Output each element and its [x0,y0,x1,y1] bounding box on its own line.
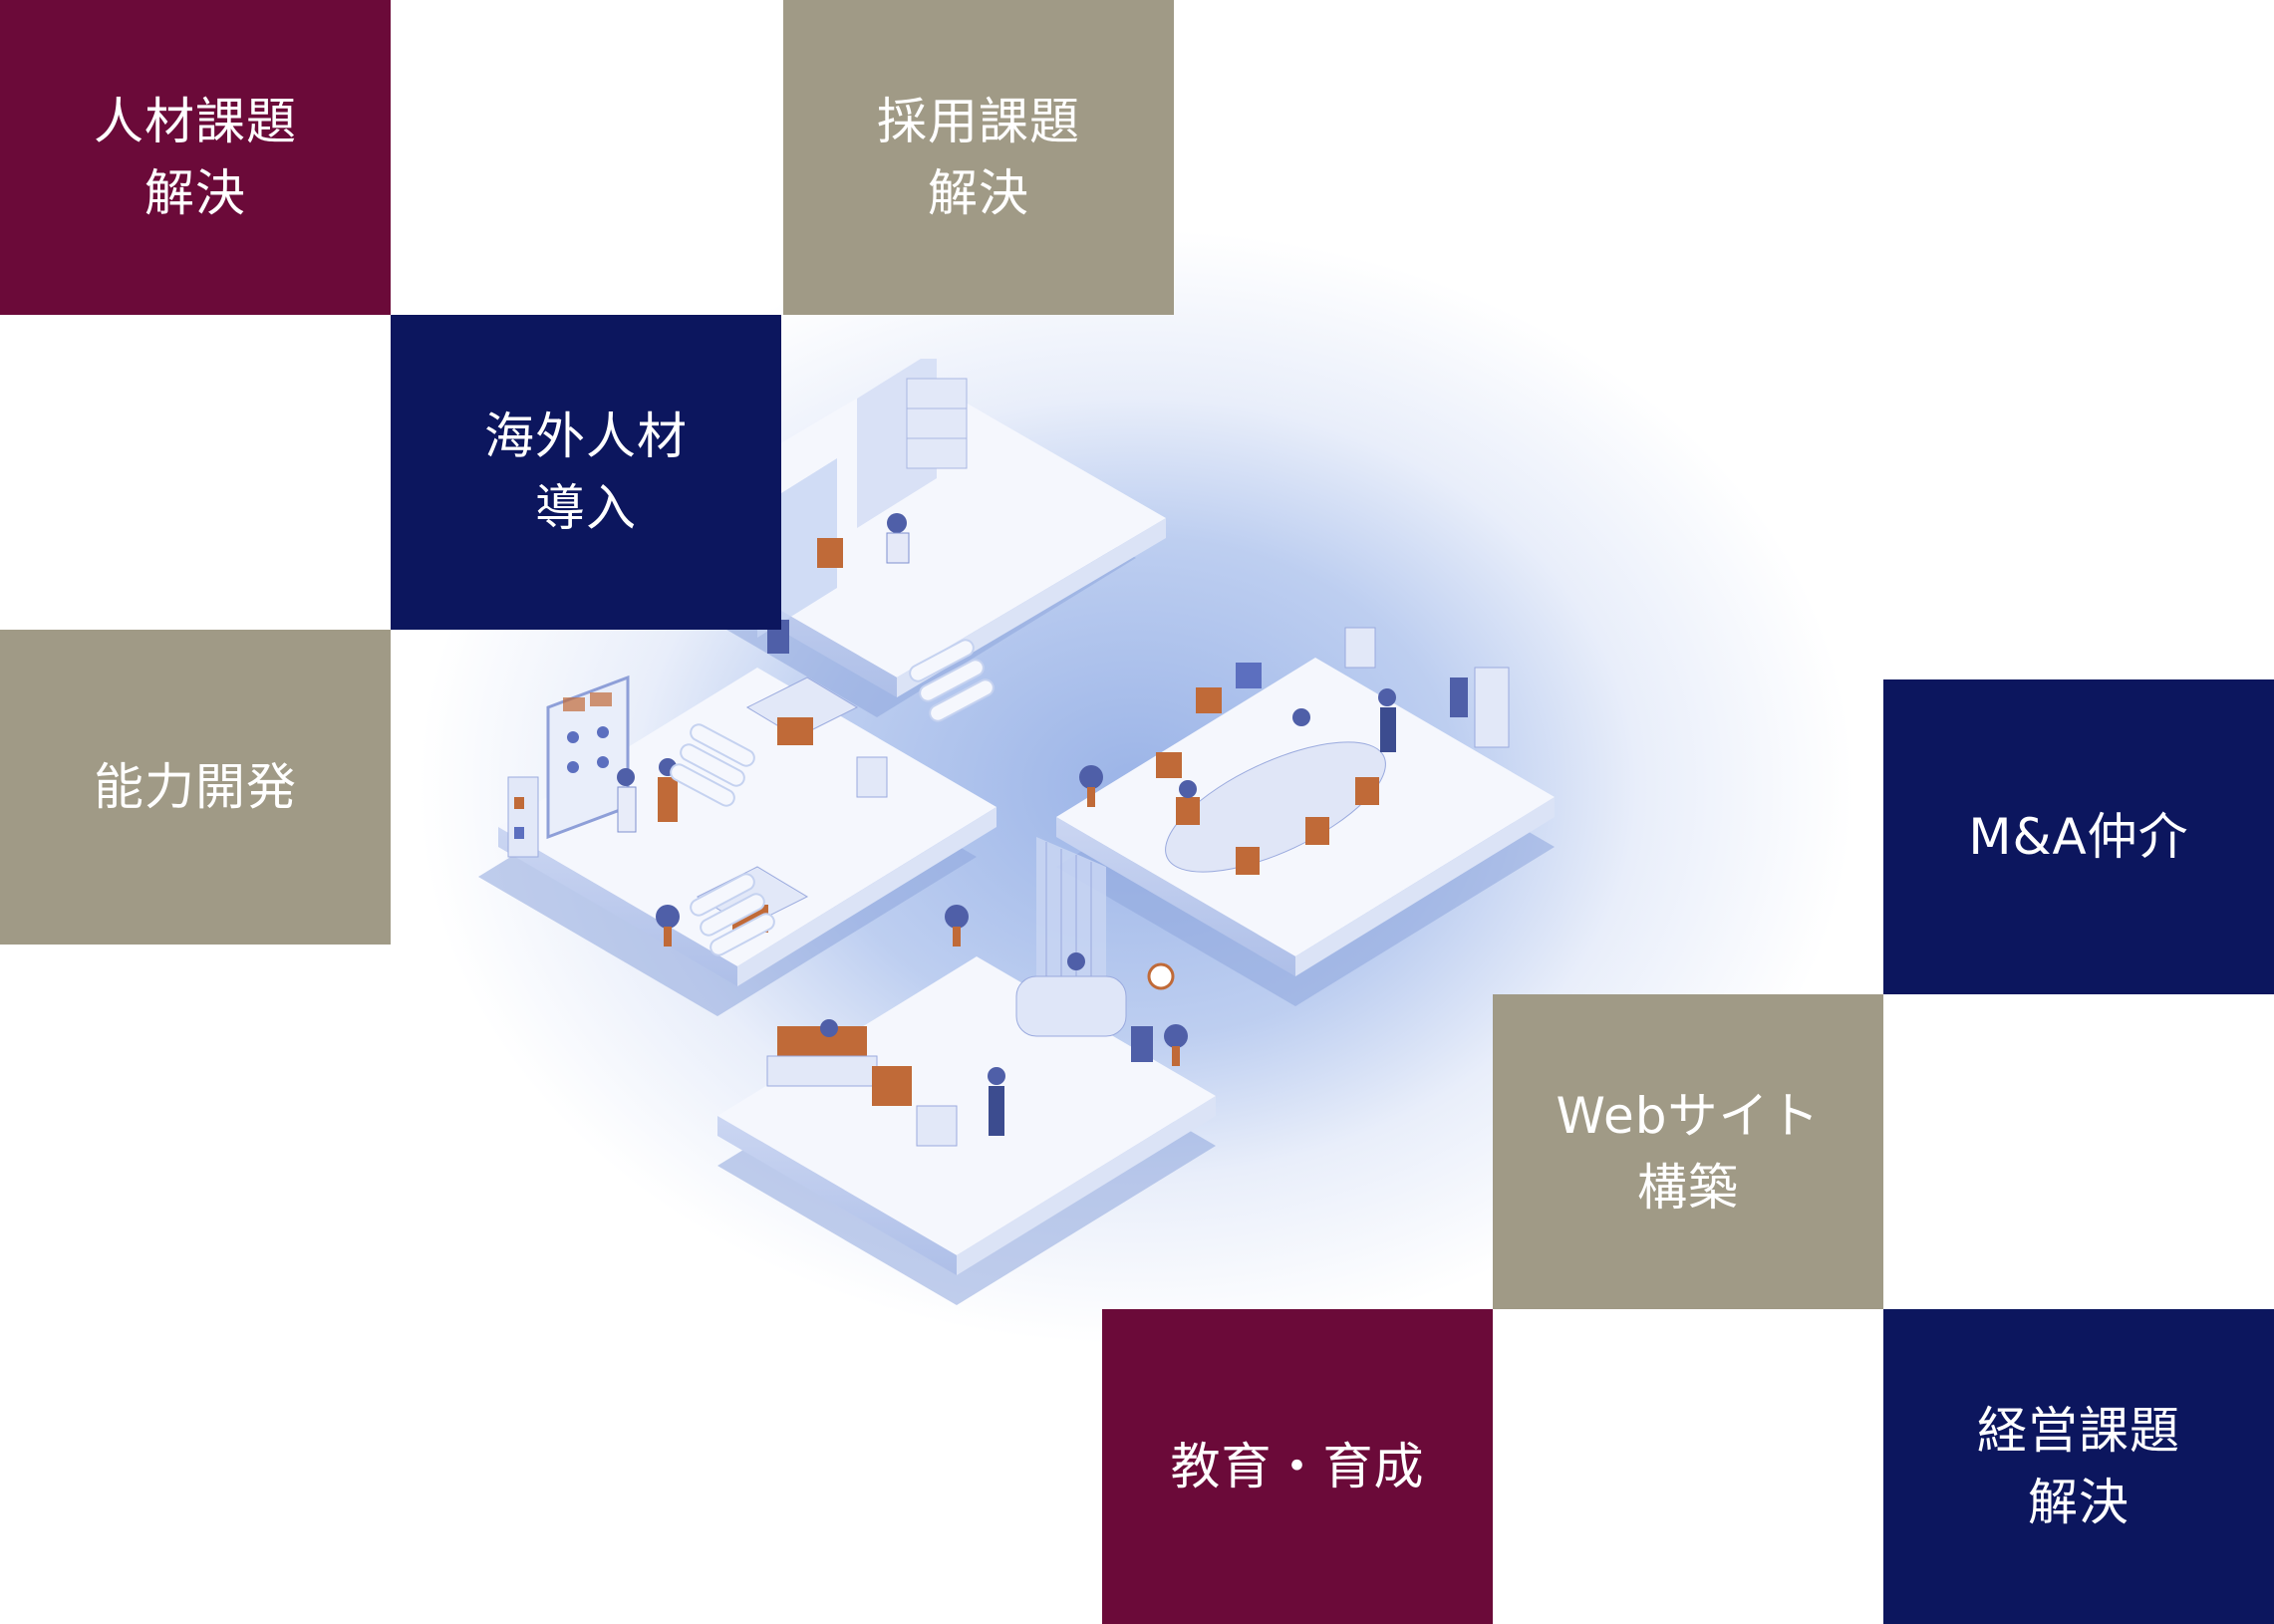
tile-keiei-kadai[interactable]: 経営課題 解決 [1883,1309,2274,1624]
tile-label-line1: M&A仲介 [1968,808,2189,866]
tile-kaigai-jinzai[interactable]: 海外人材 導入 [391,315,781,630]
office-floor-left [498,668,996,986]
office-floor-bottom [717,837,1216,1275]
tile-noryoku-kaihatsu[interactable]: 能力開発 [0,630,391,945]
tile-label-line1: 能力開発 [94,758,297,816]
tile-website-kochiku[interactable]: Webサイト 構築 [1493,994,1883,1309]
tile-kyoiku-ikusei[interactable]: 教育・育成 [1102,1309,1493,1624]
tile-label-line1: Webサイト [1556,1087,1821,1145]
office-floor-right [1056,627,1555,976]
tile-label-line1: 経営課題 [1977,1402,2180,1460]
connecting-stairs [670,639,995,956]
tile-label-line2: 導入 [535,479,637,537]
tile-label-line2: 構築 [1637,1159,1739,1217]
tile-label-line2: 解決 [928,164,1029,222]
tile-label-line1: 人材課題 [94,93,297,150]
tile-saiyo-kadai[interactable]: 採用課題 解決 [783,0,1174,315]
tile-label-line1: 教育・育成 [1170,1438,1425,1495]
tile-label-line1: 採用課題 [877,93,1080,150]
tile-label-line2: 解決 [144,164,246,222]
tile-label-line2: 解決 [2028,1474,2130,1531]
tile-jinzai-kadai[interactable]: 人材課題 解決 [0,0,391,315]
tile-label-line1: 海外人材 [484,407,688,465]
tile-ma-chukai[interactable]: M&A仲介 [1883,679,2274,994]
